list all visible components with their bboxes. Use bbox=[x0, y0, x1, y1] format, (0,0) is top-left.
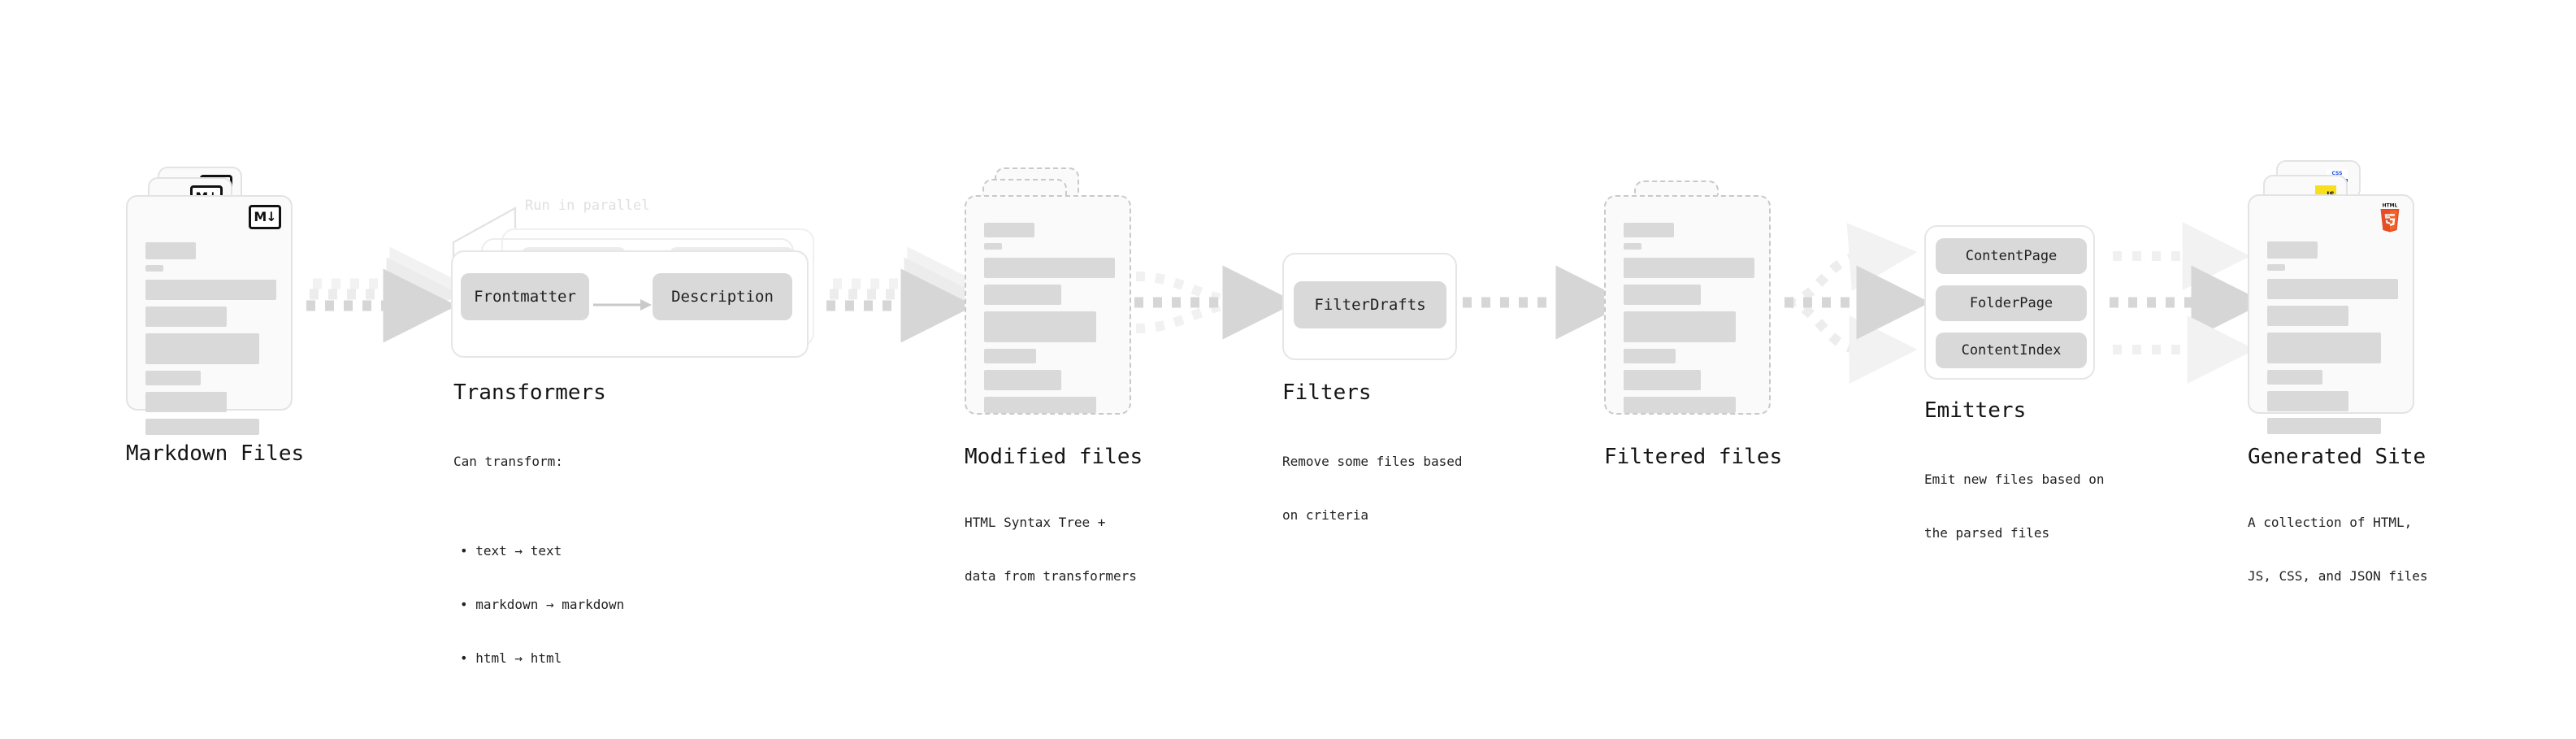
arrow-modified-to-filters bbox=[1134, 265, 1297, 340]
pipeline-diagram: M↓ M↓ M↓ Markdown Files Ru bbox=[126, 160, 2428, 666]
stage-title-filters: Filters bbox=[1282, 380, 1372, 405]
run-in-parallel-bracket bbox=[452, 206, 517, 264]
filters-desc-line-1: Remove some files based bbox=[1282, 454, 1463, 469]
emitter-node-contentindex[interactable]: ContentIndex bbox=[1936, 333, 2087, 368]
arrow-markdown-to-transformers bbox=[306, 246, 464, 343]
svg-text:HTML: HTML bbox=[2383, 203, 2398, 209]
stage-title-generated-site: Generated Site bbox=[2248, 445, 2426, 469]
modified-files-desc-line-1: HTML Syntax Tree + bbox=[965, 515, 1106, 530]
filters-panel: FilterDrafts bbox=[1282, 253, 1457, 360]
modified-card-front bbox=[965, 195, 1131, 415]
site-card-front: HTML bbox=[2248, 194, 2414, 434]
modified-files-description: HTML Syntax Tree + data from transformer… bbox=[965, 478, 1137, 621]
arrow-transformers-to-modified bbox=[826, 246, 982, 343]
emitters-description: Emit new files based on the parsed files bbox=[1924, 435, 2105, 578]
markdown-badge: M↓ bbox=[249, 205, 281, 229]
stage-title-markdown-files: Markdown Files bbox=[126, 441, 305, 466]
transformers-intro: Can transform: bbox=[453, 454, 563, 469]
transformer-inner-arrow-main bbox=[593, 299, 652, 311]
arrow-filtered-to-emitters bbox=[1785, 223, 1931, 384]
generated-site-desc-line-2: JS, CSS, and JSON files bbox=[2248, 568, 2428, 584]
emitters-panel: ContentPage FolderPage ContentIndex bbox=[1924, 225, 2095, 380]
doc-skeleton bbox=[984, 223, 1115, 413]
emitter-node-contentpage[interactable]: ContentPage bbox=[1936, 238, 2087, 274]
transformers-bullet-3: • html → html bbox=[460, 650, 562, 666]
modified-files-desc-line-2: data from transformers bbox=[965, 568, 1137, 584]
stage-title-transformers: Transformers bbox=[453, 380, 606, 405]
transformers-bullets: • text → text • markdown → markdown • ht… bbox=[453, 506, 624, 703]
markdown-card-front: M↓ bbox=[126, 195, 293, 435]
stage-title-modified-files: Modified files bbox=[965, 445, 1143, 469]
doc-skeleton bbox=[1624, 223, 1754, 413]
stage-title-filtered-files: Filtered files bbox=[1604, 445, 1783, 469]
generated-site-description: A collection of HTML, JS, CSS, and JSON … bbox=[2248, 478, 2428, 621]
emitters-desc-line-2: the parsed files bbox=[1924, 525, 2050, 541]
run-in-parallel-label: Run in parallel bbox=[525, 198, 650, 214]
html5-icon: HTML bbox=[2380, 203, 2400, 233]
transformers-bullet-2: • markdown → markdown bbox=[460, 597, 625, 612]
doc-skeleton bbox=[2267, 241, 2398, 434]
transformers-bullet-1: • text → text bbox=[460, 543, 562, 559]
doc-skeleton bbox=[145, 242, 276, 435]
arrow-emitters-to-site bbox=[2110, 222, 2266, 384]
filters-desc-line-2: on criteria bbox=[1282, 507, 1368, 523]
emitters-desc-line-1: Emit new files based on bbox=[1924, 472, 2105, 487]
filter-node-filterdrafts[interactable]: FilterDrafts bbox=[1294, 281, 1446, 328]
emitter-node-folderpage[interactable]: FolderPage bbox=[1936, 285, 2087, 321]
filtered-card-front bbox=[1604, 195, 1771, 415]
generated-site-desc-line-1: A collection of HTML, bbox=[2248, 515, 2413, 530]
transformers-description: Can transform: • text → text • markdown … bbox=[453, 417, 624, 739]
transformer-node-frontmatter[interactable]: Frontmatter bbox=[461, 273, 589, 320]
transformer-node-description[interactable]: Description bbox=[653, 273, 792, 320]
stage-title-emitters: Emitters bbox=[1924, 398, 2027, 423]
filters-description: Remove some files based on criteria bbox=[1282, 417, 1463, 560]
